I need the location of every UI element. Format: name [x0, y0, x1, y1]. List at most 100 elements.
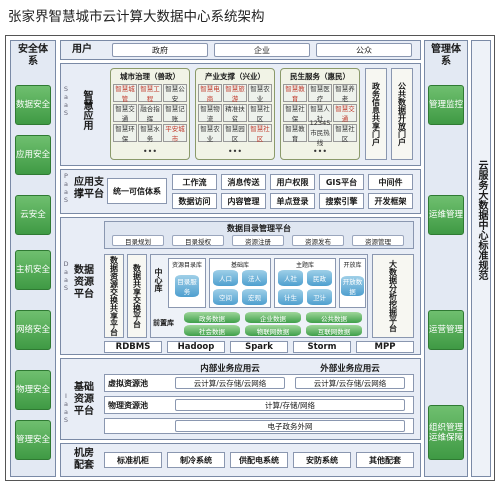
app-tile: 智慧医疗 [308, 84, 332, 103]
front-label: 前置库 [153, 319, 174, 327]
app-panel-more: ••• [227, 147, 243, 156]
front-item: 公共数据 [306, 312, 362, 323]
app-tile: 智慧记账 [163, 104, 187, 123]
exchange-platform: 数据资源交换共享平台 [104, 254, 124, 338]
analysis-platform: 大数据分析挖掘平台 [372, 254, 414, 338]
paas-tag: PaaS [62, 172, 70, 204]
app-tile: 智慧电商 [198, 84, 222, 103]
inner-cloud: 内部业务应用云 [200, 364, 260, 374]
engine-item: Hadoop [167, 341, 225, 353]
paas-label: 应用支撑平台 [74, 177, 104, 200]
paas-item: 内容管理 [221, 193, 266, 209]
app-tile: 智慧物流 [198, 104, 222, 123]
base-item: 宏观 [242, 289, 267, 305]
security-item: 云安全 [15, 195, 51, 235]
catalog-item: 目录规划 [112, 235, 164, 246]
theme-item: 卫计 [307, 289, 332, 305]
front-item: 物联网数据 [245, 325, 301, 336]
standard-label: 云服务大数据中心标准规范 [476, 160, 487, 280]
app-panel-more: ••• [312, 147, 328, 156]
daas-label: 数据资源平台 [74, 265, 94, 300]
front-item: 互联网数据 [306, 325, 362, 336]
theme-item: 计生 [278, 289, 303, 305]
management-item: 运维管理 [428, 195, 464, 235]
security-item: 物理安全 [15, 370, 51, 410]
physical-pool-label: 物理资源池 [108, 401, 148, 410]
catalog-item: 目录授权 [172, 235, 224, 246]
paas-item: 开发框架 [368, 193, 413, 209]
app-tile: 智慧社保 [283, 104, 307, 123]
app-tile: 智慧城管 [113, 84, 137, 103]
facility-item: 其他配套 [356, 452, 414, 468]
center-label: 中心库 [154, 268, 163, 292]
base-lib-title: 基础库 [230, 262, 249, 269]
inner-compute: 云计算/云存储/云网络 [175, 377, 285, 389]
user-enterprise: 企业 [214, 43, 310, 57]
paas-item: 单点登录 [270, 193, 315, 209]
app-tile: 融合指挥 [138, 104, 162, 123]
facility-item: 安防系统 [293, 452, 351, 468]
security-column-title: 安全体系 [18, 44, 48, 67]
app-panel-title: 产业支撑（兴业） [205, 72, 265, 81]
app-tile: 智慧社区 [248, 104, 272, 123]
trust-system: 统一可信体系 [107, 178, 167, 204]
resource-lib-cylinder: 目录服务 [175, 275, 199, 297]
engine-item: Storm [293, 341, 351, 353]
app-tile: 平安城市 [163, 124, 187, 143]
security-item: 应用安全 [15, 135, 51, 175]
catalog-item: 资源注册 [232, 235, 284, 246]
facility-item: 制冷系统 [167, 452, 225, 468]
app-panel-title: 民生服务（惠民） [290, 72, 350, 81]
app-tile: 智慧园区 [223, 124, 247, 143]
app-tile: 智慧水务 [138, 124, 162, 143]
app-tile: 智慧旅游 [223, 84, 247, 103]
paas-item: GIS平台 [319, 174, 364, 190]
app-panel-title: 城市治理（兽政） [120, 72, 180, 81]
virtual-pool-label: 虚拟资源池 [108, 379, 148, 388]
app-tile: 智慧社区 [248, 124, 272, 143]
app-panel-more: ••• [142, 147, 158, 156]
app-tile: 智慧工程 [138, 84, 162, 103]
app-tile: 精准扶贫 [223, 104, 247, 123]
app-tile: 智慧人社 [308, 104, 332, 123]
app-tile: 智慧农业 [198, 124, 222, 143]
paas-item: 工作流 [172, 174, 217, 190]
base-item: 法人 [242, 270, 267, 286]
front-item: 社会数据 [184, 325, 240, 336]
paas-item: 数据访问 [172, 193, 217, 209]
app-tile: 智慧教育 [283, 84, 307, 103]
base-item: 人口 [213, 270, 238, 286]
front-item: 企业数据 [245, 312, 301, 323]
catalog-item: 资源管理 [352, 235, 404, 246]
diagram-frame [5, 35, 495, 481]
security-item: 主机安全 [15, 250, 51, 290]
paas-item: 中间件 [368, 174, 413, 190]
daas-tag: DaaS [62, 260, 70, 292]
outer-cloud: 外部业务应用云 [320, 364, 380, 374]
iaas-tag: IaaS [62, 392, 70, 424]
facility-item: 供配电系统 [230, 452, 288, 468]
app-tile: 智慧交通 [333, 104, 357, 123]
engine-item: RDBMS [104, 341, 162, 353]
saas-label: 智慧应用 [81, 90, 92, 130]
app-tile: 智慧交通 [113, 104, 137, 123]
front-item: 政务数据 [184, 312, 240, 323]
theme-item: 人社 [278, 270, 303, 286]
catalog-item: 资源发布 [292, 235, 344, 246]
app-tile: 智慧教育 [283, 124, 307, 143]
paas-item: 用户权限 [270, 174, 315, 190]
saas-tag: SaaS [62, 85, 70, 117]
app-tile: 智慧环保 [113, 124, 137, 143]
management-item: 组织管理运维保障 [428, 405, 464, 460]
page-title: 张家界智慧城市云计算大数据中心系统架构 [8, 9, 265, 25]
security-item: 管理安全 [15, 420, 51, 460]
facility-item: 标准机柜 [104, 452, 162, 468]
security-item: 网络安全 [15, 310, 51, 350]
facility-label: 机房配套 [74, 448, 94, 471]
app-tile: 智慧农业 [248, 84, 272, 103]
security-item: 数据安全 [15, 85, 51, 125]
user-government: 政府 [112, 43, 208, 57]
app-tile: 智慧公安 [163, 84, 187, 103]
management-column-title: 管理体系 [431, 44, 461, 67]
open-lib-title: 开放库 [343, 262, 362, 269]
